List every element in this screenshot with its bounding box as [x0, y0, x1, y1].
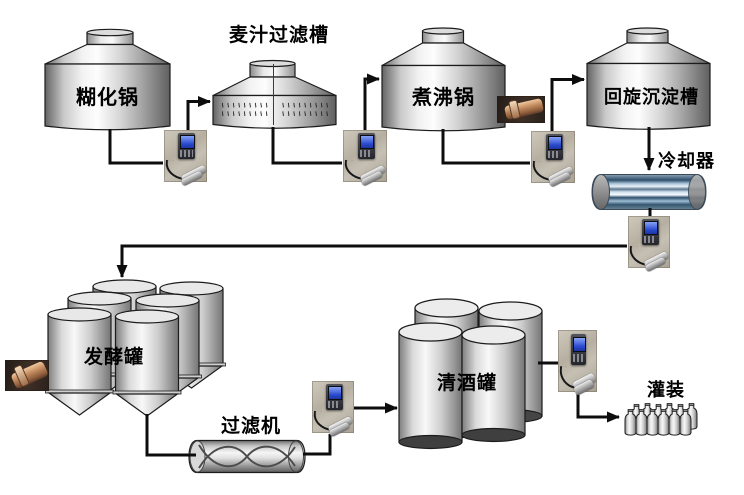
- transmitter-body: [570, 333, 587, 365]
- label-mashing-kettle: 糊化锅: [76, 85, 139, 109]
- transmitter-buttons-icon: [359, 150, 373, 157]
- fermentation-tank-group: [45, 279, 226, 417]
- pressure-transmitter-photo: [164, 130, 208, 187]
- transmitter-screen-icon: [547, 136, 563, 150]
- transmitter-body: [178, 133, 196, 160]
- transmitter-buttons-icon: [572, 353, 585, 362]
- transmitter-screen-icon: [644, 221, 659, 235]
- vessel-wort-lauter-tun: [212, 59, 337, 129]
- bright-beer-tank: [461, 325, 526, 443]
- label-fermentation-tanks: 发酵罐: [84, 346, 145, 368]
- transmitter-screen-icon: [328, 386, 343, 400]
- transmitter-screen-icon: [572, 336, 587, 353]
- fermenter-tank: [45, 307, 114, 416]
- pressure-transmitter-photo: [343, 130, 388, 187]
- transmitter-buttons-icon: [180, 150, 193, 157]
- bright-beer-tank-group: [398, 298, 543, 450]
- copper-inline-sensor-photo: [497, 96, 545, 123]
- pressure-transmitter-photo: [531, 131, 576, 188]
- label-filling: 灌装: [647, 380, 685, 401]
- bottle-group: [624, 402, 698, 436]
- bright-beer-tank: [398, 322, 463, 450]
- transmitter-body: [641, 219, 659, 246]
- transmitter-screen-icon: [180, 135, 195, 149]
- pressure-transmitter-photo: [558, 330, 598, 396]
- transmitter-buttons-icon: [547, 151, 561, 158]
- vessel-mashing-kettle: [44, 28, 171, 131]
- label-wort-lauter-tun: 麦汁过滤槽: [229, 24, 330, 46]
- pressure-transmitter-photo: [312, 381, 355, 438]
- label-cooler: 冷却器: [658, 151, 715, 172]
- transmitter-screen-icon: [359, 135, 375, 149]
- pressure-transmitter-photo: [628, 216, 671, 273]
- label-bright-beer-tanks: 清酒罐: [437, 372, 498, 394]
- fermenter-tank: [112, 309, 182, 417]
- flow-pipes: [108, 73, 655, 457]
- label-boiling-kettle: 煮沸锅: [412, 85, 475, 109]
- transmitter-body: [357, 133, 376, 160]
- vessel-boiling-kettle: [381, 27, 506, 132]
- copper-inline-sensor-photo: [5, 360, 49, 391]
- label-whirlpool-tank: 回旋沉淀槽: [604, 87, 699, 108]
- transmitter-body: [325, 384, 343, 411]
- vessel-whirlpool-tank: [586, 27, 711, 130]
- transmitter-body: [545, 134, 564, 161]
- label-filter-machine: 过滤机: [221, 415, 282, 437]
- transmitter-buttons-icon: [644, 236, 657, 243]
- cooler-heat-exchanger: [591, 174, 707, 210]
- transmitter-buttons-icon: [328, 401, 341, 408]
- filter-machine: [188, 439, 306, 474]
